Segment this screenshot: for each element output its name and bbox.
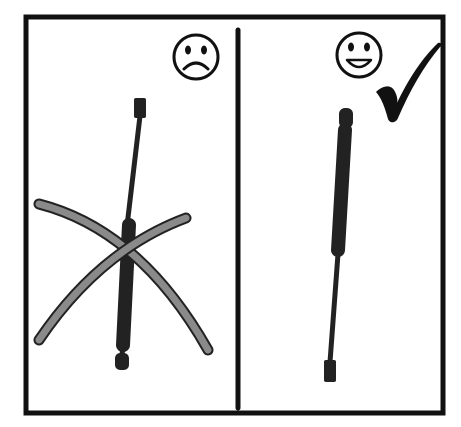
strut-top-fitting — [339, 108, 353, 128]
gas-strut-right — [324, 108, 353, 382]
strut-top-fitting — [134, 98, 146, 118]
strut-rod — [124, 113, 143, 229]
outer-frame — [23, 14, 446, 416]
strut-rod — [327, 251, 341, 365]
smiley-face-icon — [335, 31, 383, 79]
panel-wrong — [33, 33, 220, 370]
checkmark-icon — [376, 42, 442, 123]
panel-right — [324, 31, 442, 382]
x-cross-icon — [33, 198, 214, 356]
strut-bottom-fitting — [324, 360, 336, 382]
strut-cylinder — [331, 123, 352, 257]
sad-face-icon — [172, 33, 220, 81]
strut-bottom-fitting — [115, 353, 129, 370]
